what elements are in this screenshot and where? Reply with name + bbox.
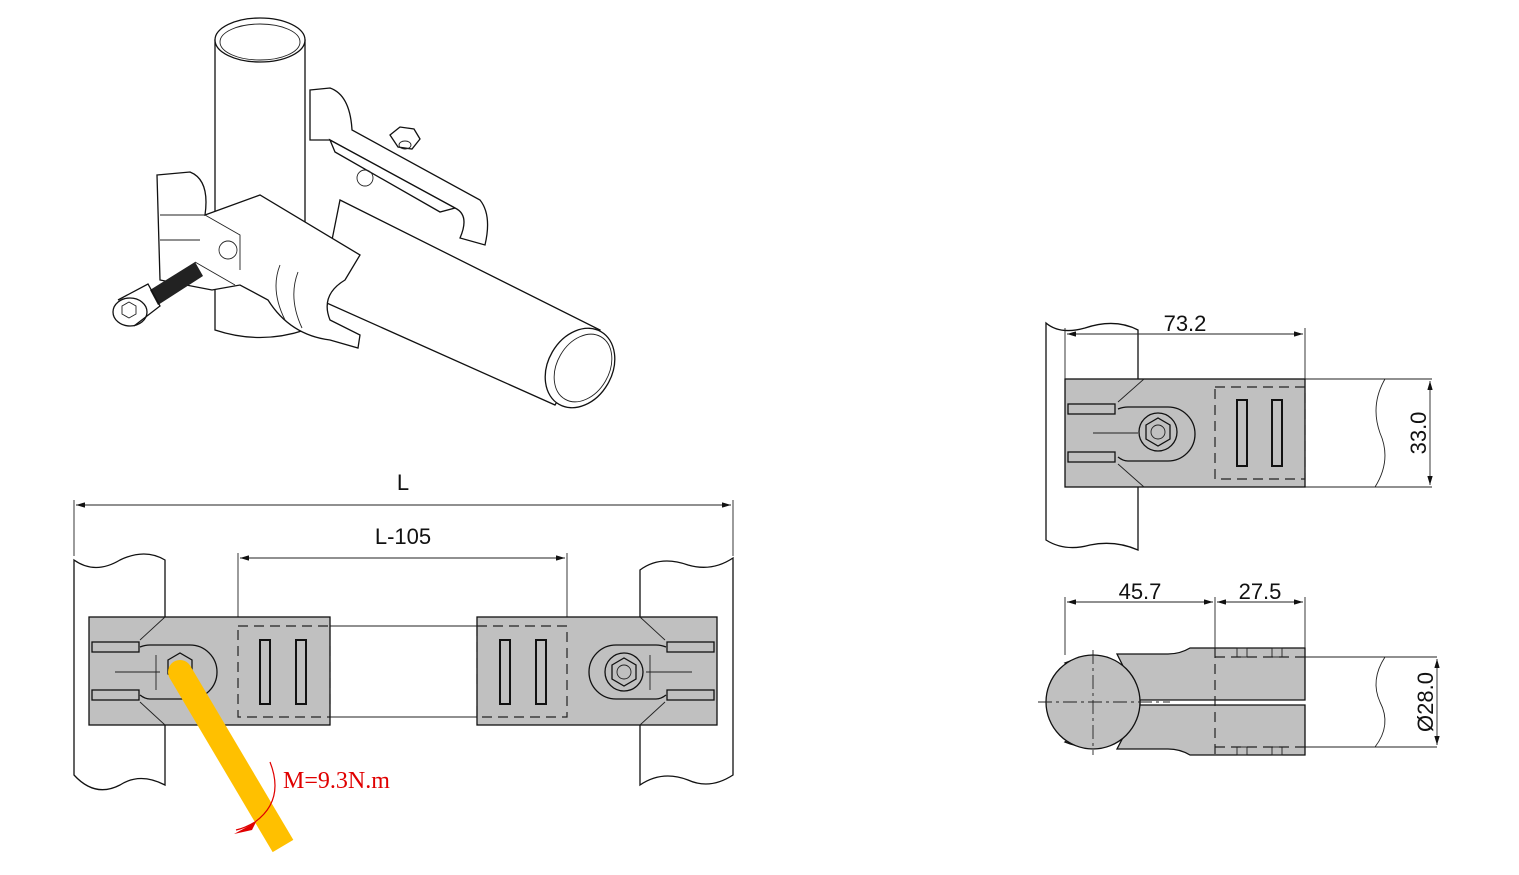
dimension-width: 73.2 xyxy=(1064,311,1306,379)
back-clamp xyxy=(309,87,489,246)
right-clamp xyxy=(476,616,718,726)
right-upright-pipe xyxy=(639,556,734,787)
socket-head-bolt xyxy=(112,262,203,327)
dimension-diameter: Ø28.0 xyxy=(1413,659,1440,745)
dimension-overall-length: L xyxy=(73,470,734,556)
dim-label-73-2: 73.2 xyxy=(1164,311,1207,336)
left-upright-pipe xyxy=(73,553,166,791)
front-view: L L-105 xyxy=(73,470,734,853)
top-view: 73.2 33.0 xyxy=(1045,311,1433,551)
torque-arrow-icon xyxy=(234,822,256,834)
dim-label-45-7: 45.7 xyxy=(1119,579,1162,604)
dim-label-27-5: 27.5 xyxy=(1239,579,1282,604)
front-clamp xyxy=(156,171,361,349)
torque-label: M=9.3N.m xyxy=(283,768,390,794)
dimension-inner-length: L-105 xyxy=(237,524,568,617)
hex-wrench xyxy=(169,665,294,853)
dim-label-l: L xyxy=(397,470,409,495)
side-view: 45.7 27.5 Ø28.0 xyxy=(1038,579,1440,756)
clamp-lower-jaw xyxy=(1115,704,1306,756)
torque-indicator: M=9.3N.m xyxy=(234,761,390,834)
dim-label-33-0: 33.0 xyxy=(1406,412,1431,455)
clamp-upper-jaw xyxy=(1115,647,1306,701)
dim-label-l-105: L-105 xyxy=(375,524,431,549)
dimension-body: 45.7 27.5 xyxy=(1064,579,1306,655)
dim-label-diameter: Ø28.0 xyxy=(1413,672,1438,732)
upright-pipe xyxy=(1045,321,1139,551)
isometric-view xyxy=(112,17,616,409)
dimension-height: 33.0 xyxy=(1406,381,1433,485)
